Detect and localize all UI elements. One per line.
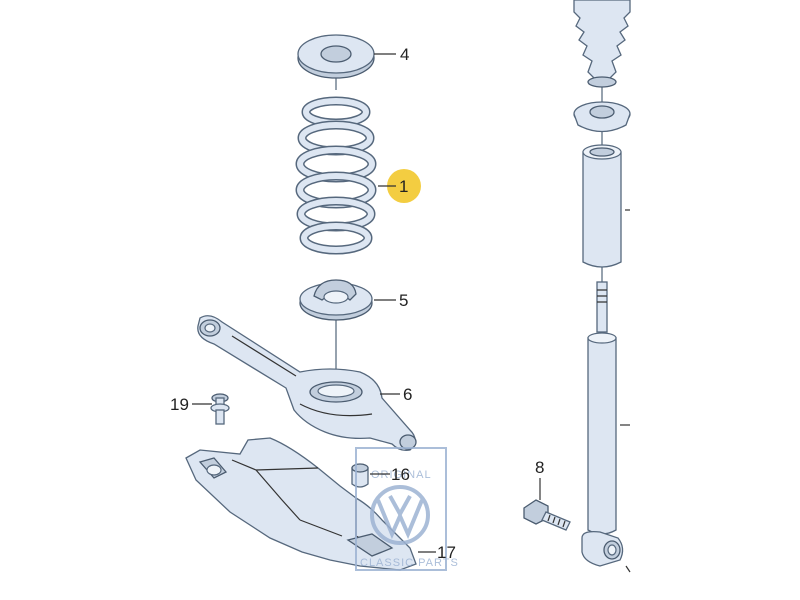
upper-spring-seat [297,34,375,79]
screw [210,393,230,425]
callout-label-4: 4 [400,45,409,64]
callout-highlight-1 [387,169,421,203]
callout-6[interactable]: 6 [380,385,412,404]
callout-16[interactable]: 16 [370,465,410,484]
callout-label-6: 6 [403,385,412,404]
callout-17[interactable]: 17 [418,543,456,562]
shock-absorber-body [581,332,631,573]
callout-19[interactable]: 19 [170,395,212,414]
shock-top-cap [573,101,631,133]
spring-stack [295,34,377,392]
callout-label-1: 1 [399,177,408,196]
bellows-bump-stop [573,0,631,88]
mount-bracket [185,437,417,571]
coil-spring [295,96,377,255]
watermark-bottom-text: CLASSIC PARTS [360,557,459,569]
watermark: ORIGINAL CLASSIC PARTS [355,447,459,571]
callout-5[interactable]: 5 [374,291,408,310]
bolt [523,478,571,531]
shock-absorber-assembly [523,0,631,573]
callout-label-17: 17 [437,543,456,562]
stop-buffer [351,463,369,488]
callout-4[interactable]: 4 [374,45,409,64]
watermark-top-text: ORIGINAL [371,469,432,481]
callout-1[interactable]: 1 [378,169,421,203]
piston-rod [596,281,608,333]
callout-label-19: 19 [170,395,189,414]
callout-label-8: 8 [535,458,544,477]
vw-logo [370,485,430,545]
callout-label-5: 5 [399,291,408,310]
callout-label-16: 16 [391,465,410,484]
trailing-arm [197,315,417,452]
callout-8[interactable]: 8 [535,458,544,477]
protective-sleeve [582,144,630,268]
lower-spring-seat [299,279,373,321]
